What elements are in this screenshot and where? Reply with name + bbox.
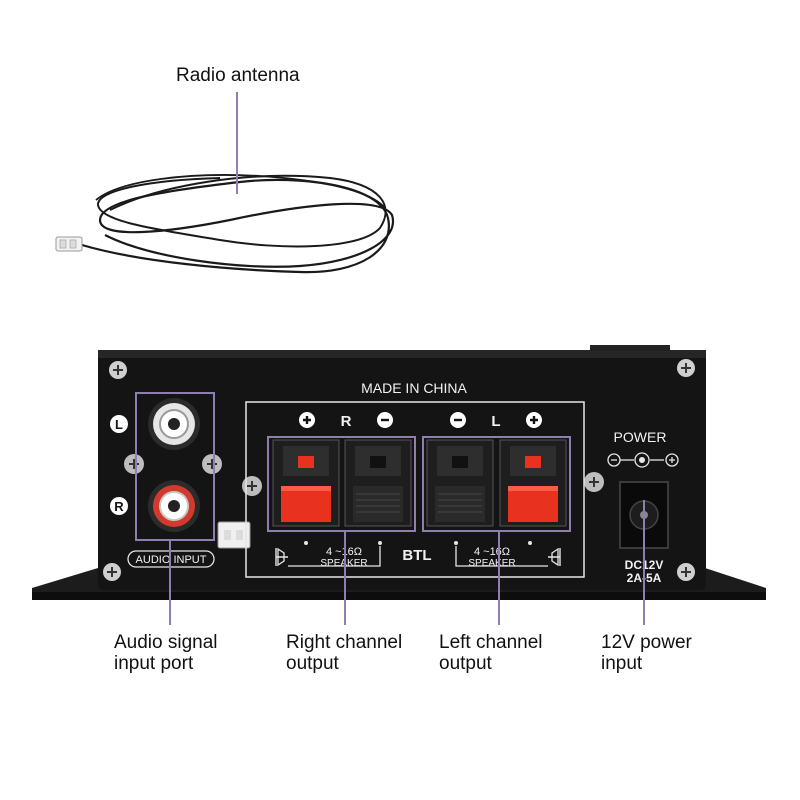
left-output-leader-line xyxy=(498,531,500,625)
audio-input-label: AUDIO INPUT xyxy=(136,554,207,566)
speaker-icon-left xyxy=(454,541,561,567)
terminal-left-positive xyxy=(499,439,567,527)
channel-label-left: L xyxy=(491,413,500,430)
audio-input-highlight xyxy=(135,392,215,541)
jack-label-left: L xyxy=(115,417,123,432)
power-input-callout-line-2: input xyxy=(601,653,643,674)
audio-input-callout-line-2: input port xyxy=(114,653,194,674)
speaker-label-left: SPEAKER xyxy=(468,558,515,569)
right-output-leader-line xyxy=(344,531,346,625)
antenna-callout-text: Radio antenna xyxy=(176,65,300,86)
impedance-left: 4 ~16Ω xyxy=(474,546,510,558)
left-channel-highlight xyxy=(422,436,571,532)
antenna-socket xyxy=(217,521,251,549)
polarity-symbol xyxy=(607,452,679,468)
jack-label-right: R xyxy=(114,499,124,514)
power-label: POWER xyxy=(614,429,667,445)
right-output-callout-line-1: Right channel xyxy=(286,632,403,653)
channel-label-right: R xyxy=(341,413,352,430)
power-input-leader-line xyxy=(643,500,645,625)
btl-label: BTL xyxy=(402,547,431,564)
power-input-callout-line-1: 12V power xyxy=(601,632,692,653)
rca-jack-right xyxy=(148,480,200,532)
speaker-icon-right xyxy=(275,541,382,567)
right-output-callout-line-2: output xyxy=(286,653,339,674)
audio-input-section: L R AUDIO INPUT xyxy=(110,392,215,568)
left-output-callout-line-1: Left channel xyxy=(439,632,543,653)
audio-input-leader-line xyxy=(169,540,171,625)
rca-jack-left xyxy=(148,398,200,450)
speaker-panel: MADE IN CHINA R L xyxy=(245,380,585,578)
right-channel-highlight xyxy=(267,436,416,532)
terminal-right-positive xyxy=(272,439,340,527)
terminal-left-negative xyxy=(426,439,494,527)
power-input-callout: 12V power input xyxy=(601,632,692,674)
made-in-label: MADE IN CHINA xyxy=(361,380,467,396)
left-output-callout: Left channel output xyxy=(439,632,543,674)
audio-input-callout-line-1: Audio signal xyxy=(114,632,218,653)
audio-input-callout: Audio signal input port xyxy=(114,632,218,674)
antenna-callout: Radio antenna xyxy=(176,65,300,86)
panel-screws xyxy=(103,359,695,581)
left-output-callout-line-2: output xyxy=(439,653,492,674)
antenna-leader-line xyxy=(236,92,238,194)
radio-antenna xyxy=(55,174,395,274)
right-output-callout: Right channel output xyxy=(286,632,402,674)
terminal-right-negative xyxy=(344,439,412,527)
